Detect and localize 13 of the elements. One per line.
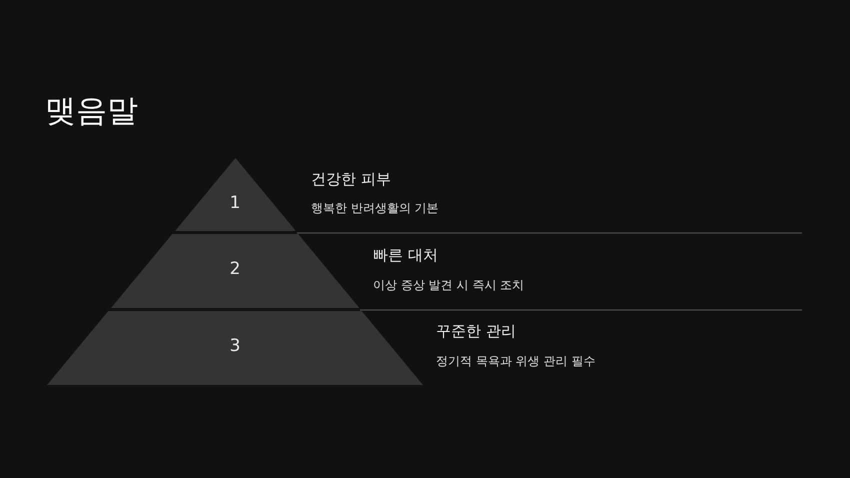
level-number: 2: [228, 259, 242, 279]
level-number: 3: [228, 336, 242, 356]
level-heading: 꾸준한 관리: [436, 322, 516, 341]
level-heading: 빠른 대처: [373, 246, 438, 265]
level-number: 1: [228, 192, 242, 212]
pyramid-level: [47, 311, 423, 385]
level-description: 이상 증상 발견 시 즉시 조치: [373, 277, 524, 294]
pyramid-level: [110, 234, 360, 308]
slide-title: 맺음말: [45, 92, 138, 131]
pyramid-level: [174, 158, 296, 231]
level-description: 정기적 목욕과 위생 관리 필수: [436, 353, 596, 370]
level-heading: 건강한 피부: [311, 170, 391, 189]
level-description: 행복한 반려생활의 기본: [311, 200, 439, 217]
